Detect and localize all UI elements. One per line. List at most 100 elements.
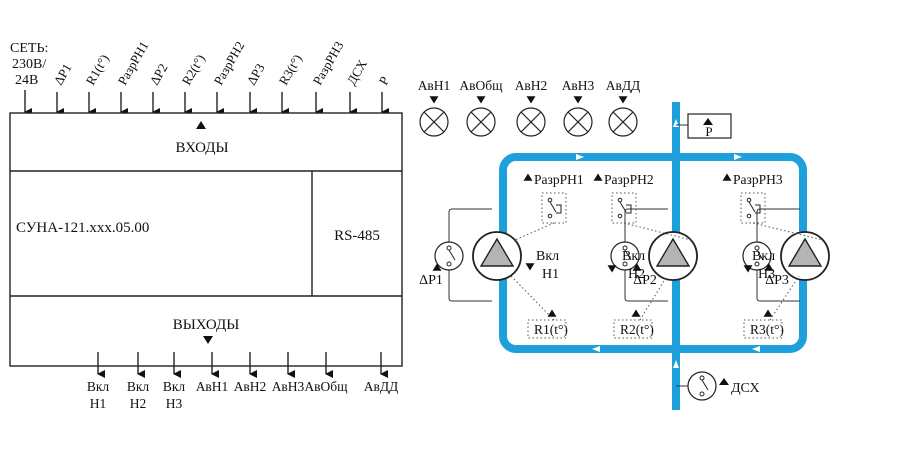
on-label: Вкл — [622, 249, 645, 264]
on-label-line2: Н1 — [542, 267, 559, 282]
alarm-label: АвДД — [606, 78, 641, 93]
enable-marker — [523, 173, 533, 181]
alarm-marker — [429, 96, 439, 104]
output-label: АвН1 — [196, 379, 229, 394]
input-label: R1(t°) — [83, 52, 112, 88]
dp-label: ΔР2 — [633, 273, 657, 288]
alarm-lamp-icon — [608, 107, 638, 137]
dry-run-switch-icon — [699, 375, 709, 397]
controller-frame — [9, 112, 403, 367]
dp-marker — [764, 263, 774, 271]
supply-label-line3: 24В — [15, 73, 38, 88]
pressure-sensor — [687, 113, 732, 139]
on-label-line2: Н2 — [628, 267, 645, 282]
dp-label: ΔР3 — [765, 273, 789, 288]
outputs-marker — [203, 336, 213, 344]
enable-marker — [722, 173, 732, 181]
on-marker — [743, 265, 753, 273]
temp-label: R2(t°) — [620, 322, 654, 337]
output-label: Вкл — [87, 379, 110, 394]
dp-switch-icon — [622, 245, 632, 267]
output-label: Вкл — [163, 379, 186, 394]
alarm-lamp-icon — [466, 107, 496, 137]
supply-label-line2: 230В/ — [12, 57, 46, 72]
output-label: АвОбщ — [304, 379, 348, 394]
alarm-label: АвОбщ — [459, 78, 503, 93]
alarm-lamps: АвН1 АвОбщ АвН2 АвН3 АвДД — [418, 78, 641, 137]
dp-marker — [432, 263, 442, 271]
dry-run-sensor — [687, 371, 717, 401]
dp-switch-icon — [446, 245, 456, 267]
temp-label: R3(t°) — [750, 322, 784, 337]
dp-switch-icon — [754, 245, 764, 267]
alarm-marker — [476, 96, 486, 104]
pressure-sensor-label: Р — [705, 124, 712, 139]
output-label: АвДД — [364, 379, 399, 394]
alarm-label: АвН1 — [418, 78, 451, 93]
dry-run-label: ДСХ — [731, 381, 760, 396]
alarm-marker — [526, 96, 536, 104]
on-marker — [525, 263, 535, 271]
dp-marker — [632, 263, 642, 271]
pump-icon — [787, 237, 823, 267]
alarm-lamp-icon — [516, 107, 546, 137]
output-label: АвН3 — [272, 379, 305, 394]
output-label-line2: Н3 — [166, 396, 183, 411]
enable-switch-icon — [617, 197, 632, 219]
input-label: Р — [376, 74, 393, 88]
outputs-title: ВЫХОДЫ — [173, 317, 240, 333]
input-label: РазрРН3 — [310, 39, 347, 88]
on-marker — [607, 265, 617, 273]
on-label: Вкл — [536, 249, 559, 264]
output-label: АвН2 — [234, 379, 267, 394]
rs485-port: RS-485 — [334, 228, 380, 244]
alarm-marker — [573, 96, 583, 104]
dp-sensor — [434, 241, 464, 271]
enable-switch-box — [541, 192, 567, 224]
temp-marker — [763, 309, 773, 317]
output-label-line2: Н1 — [90, 396, 107, 411]
alarm-label: АвН3 — [562, 78, 595, 93]
dry-run-marker — [719, 378, 729, 385]
alarm-marker — [618, 96, 628, 104]
input-label: R2(t°) — [179, 52, 208, 88]
inputs-title: ВХОДЫ — [175, 140, 228, 156]
dp-sensor — [610, 241, 640, 271]
enable-label: РазрРН3 — [733, 172, 783, 187]
alarm-label: АвН2 — [515, 78, 548, 93]
input-label: ΔР1 — [51, 61, 75, 88]
output-label: Вкл — [127, 379, 150, 394]
enable-link — [752, 222, 824, 241]
dp-sensor — [742, 241, 772, 271]
alarm-lamp-icon — [563, 107, 593, 137]
on-label-line2: Н3 — [758, 267, 775, 282]
input-label: ΔР2 — [147, 61, 171, 88]
controller-model: СУНА-121.xxx.05.00 — [16, 220, 149, 236]
temp-link — [639, 275, 668, 321]
pressure-sensor-marker — [703, 118, 713, 125]
dp-label: ΔР1 — [419, 273, 443, 288]
enable-label: РазрРН2 — [604, 172, 654, 187]
temp-link — [769, 275, 800, 321]
enable-switch-icon — [547, 197, 562, 219]
on-label: Вкл — [752, 249, 775, 264]
output-label-line2: Н2 — [130, 396, 147, 411]
input-label: ΔР3 — [244, 61, 268, 88]
temp-marker — [547, 309, 557, 317]
input-label: R3(t°) — [276, 52, 305, 88]
temp-link — [510, 275, 555, 321]
enable-label: РазрРН1 — [534, 172, 584, 187]
enable-switch-icon — [746, 197, 761, 219]
inputs-marker — [196, 121, 206, 129]
enable-marker — [593, 173, 603, 181]
temp-label: R1(t°) — [534, 322, 568, 337]
enable-switch-box — [611, 192, 637, 224]
enable-switch-box — [740, 192, 766, 224]
